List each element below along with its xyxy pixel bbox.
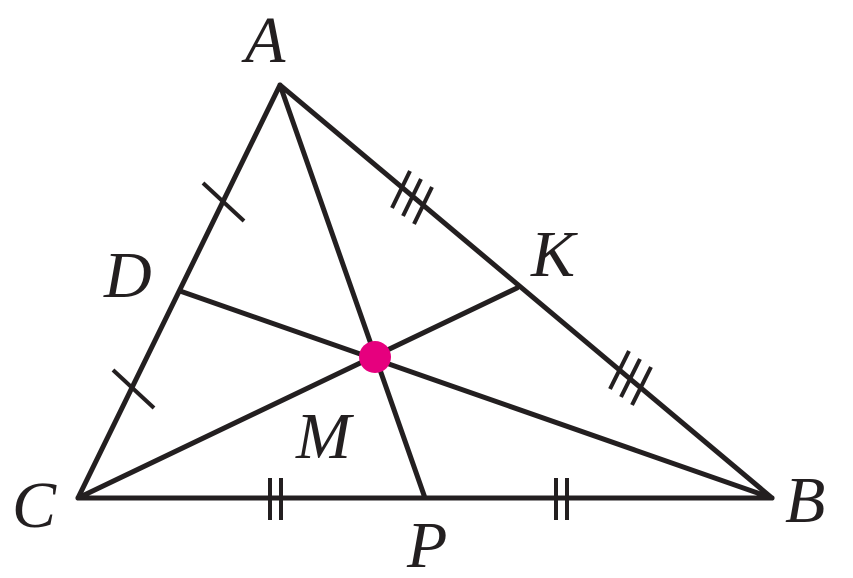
label-b: B — [785, 464, 825, 537]
label-c: C — [12, 469, 57, 542]
tick-double-cp — [268, 478, 283, 520]
median-ck — [75, 285, 520, 501]
label-k: K — [530, 218, 578, 291]
median-bd — [177, 288, 775, 501]
tick-triple-kb — [608, 350, 653, 406]
label-a: A — [241, 4, 286, 77]
tick-triple-ak — [390, 170, 434, 225]
label-m: M — [295, 400, 355, 473]
side-ab — [277, 82, 775, 501]
point-labels: A B C D K M P — [12, 4, 825, 578]
tick-single-dc — [111, 368, 156, 410]
tick-double-pb — [554, 478, 569, 520]
label-d: D — [103, 239, 152, 312]
median-ap — [277, 82, 428, 501]
medians — [75, 82, 775, 501]
tick-marks — [111, 170, 653, 520]
tick-single-ad — [201, 181, 246, 223]
label-p: P — [406, 509, 447, 578]
centroid-point — [359, 341, 391, 373]
